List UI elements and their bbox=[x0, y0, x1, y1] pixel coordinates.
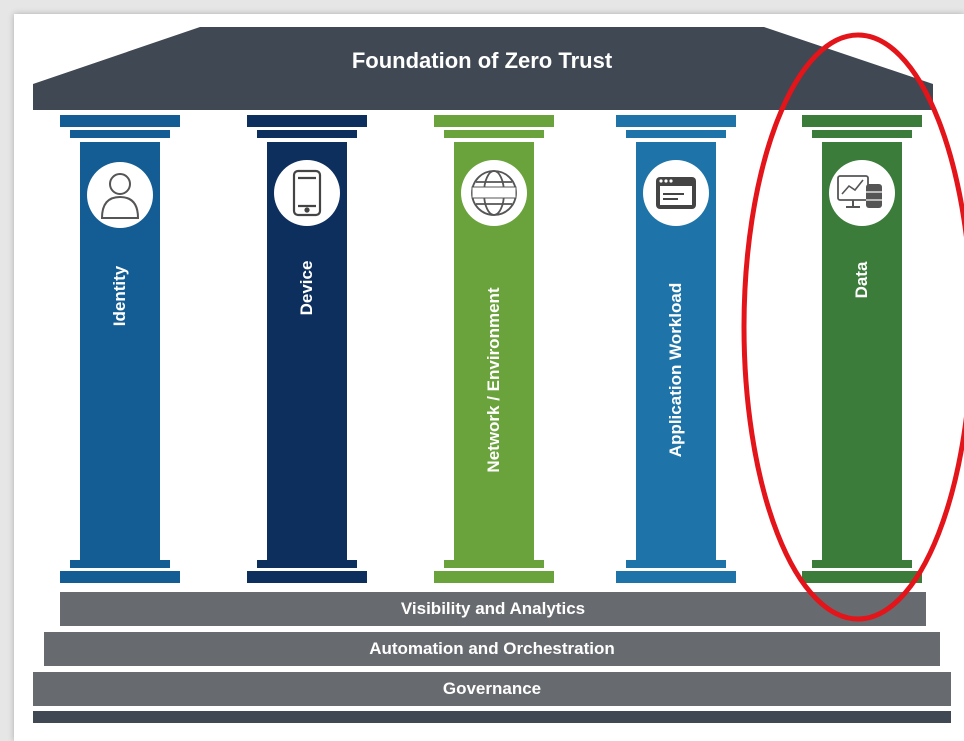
pillar-device bbox=[247, 115, 367, 583]
highlight-ellipse bbox=[741, 32, 964, 622]
pillar-label-data: Data bbox=[852, 261, 871, 299]
application-window-icon bbox=[656, 177, 696, 209]
pillar-label-application-workload: Application Workload bbox=[666, 282, 685, 458]
pillar-base-ring bbox=[626, 560, 726, 568]
icon-badge bbox=[274, 160, 340, 226]
pillar-base-ring bbox=[257, 560, 357, 568]
pillar-capital-ring bbox=[70, 130, 170, 138]
step-label-visibility-analytics: Visibility and Analytics bbox=[400, 599, 586, 618]
roof-pediment bbox=[33, 27, 933, 84]
pillar-label-identity: Identity bbox=[110, 265, 129, 327]
pillar-label-device: Device bbox=[297, 260, 316, 316]
step-automation-orchestration bbox=[44, 632, 940, 666]
pillar-data bbox=[802, 115, 922, 583]
pillar-capital bbox=[434, 115, 554, 127]
pillar-capital bbox=[616, 115, 736, 127]
pillar-base-ring bbox=[812, 560, 912, 568]
pillar-base bbox=[616, 571, 736, 583]
step-visibility-analytics bbox=[60, 592, 926, 626]
network-globe-icon bbox=[471, 170, 517, 216]
pillar-label-network-environment: Network / Environment bbox=[484, 287, 503, 473]
pillar-capital-ring bbox=[626, 130, 726, 138]
pillar-base bbox=[60, 571, 180, 583]
pillar-capital bbox=[247, 115, 367, 127]
roof-beam bbox=[33, 84, 933, 110]
data-analytics-icon bbox=[837, 175, 882, 208]
mobile-device-icon bbox=[292, 169, 322, 217]
pillar-base bbox=[434, 571, 554, 583]
pillar-network-environment bbox=[434, 115, 554, 583]
pillar-base-ring bbox=[444, 560, 544, 568]
pillar-application-workload bbox=[616, 115, 736, 583]
pillar-capital-ring bbox=[257, 130, 357, 138]
step-label-governance: Governance bbox=[442, 679, 542, 698]
pillar-base-ring bbox=[70, 560, 170, 568]
pillar-capital-ring bbox=[812, 130, 912, 138]
step-label-automation-orchestration: Automation and Orchestration bbox=[369, 639, 615, 658]
pillar-capital bbox=[60, 115, 180, 127]
step-governance bbox=[33, 672, 951, 706]
foundation-base-bar bbox=[33, 711, 951, 723]
pillar-base bbox=[802, 571, 922, 583]
pillar-base bbox=[247, 571, 367, 583]
roof-title: Foundation of Zero Trust bbox=[351, 48, 613, 73]
pillar-identity bbox=[60, 115, 180, 583]
pillar-capital bbox=[802, 115, 922, 127]
pillar-capital-ring bbox=[444, 130, 544, 138]
person-icon bbox=[100, 173, 140, 219]
